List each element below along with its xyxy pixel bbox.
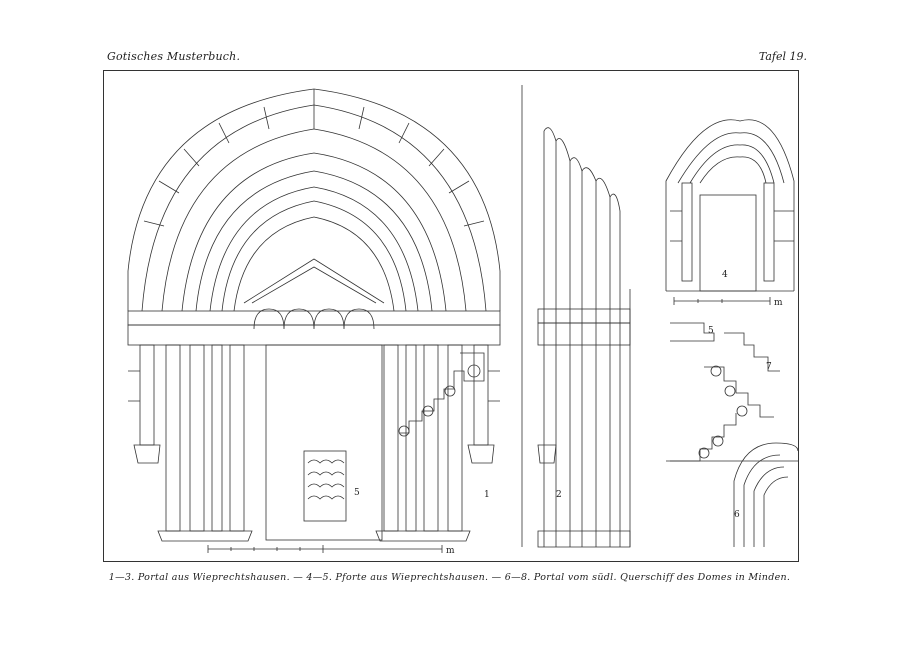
portal-elevation	[127, 88, 501, 542]
figure-label-6: 6	[734, 510, 740, 520]
figure-label-5-left: 5	[354, 488, 360, 498]
small-doorway-elevation	[665, 119, 795, 292]
architectural-drawing: 1 2 4 5 5 6 7 m m	[127, 85, 798, 556]
portal-section	[521, 85, 631, 548]
plate-caption: 1—3. Portal aus Wieprechtshausen. — 4—5.…	[108, 572, 791, 583]
figure-label-2: 2	[556, 490, 562, 500]
figure-label-5-right: 5	[708, 326, 714, 336]
plate-number: Tafel 19.	[758, 50, 807, 63]
scale-bar-small	[673, 297, 771, 305]
book-title: Gotisches Musterbuch.	[107, 50, 241, 63]
plate-frame: 1 2 4 5 5 6 7 m m	[103, 70, 799, 562]
figure-label-1: 1	[484, 490, 490, 500]
scale-unit-main: m	[446, 546, 455, 556]
moulding-profiles	[666, 322, 798, 547]
scale-unit-small: m	[774, 298, 783, 308]
scale-bar-main	[207, 545, 443, 553]
figure-label-7: 7	[766, 362, 772, 372]
figure-label-4: 4	[722, 270, 728, 280]
